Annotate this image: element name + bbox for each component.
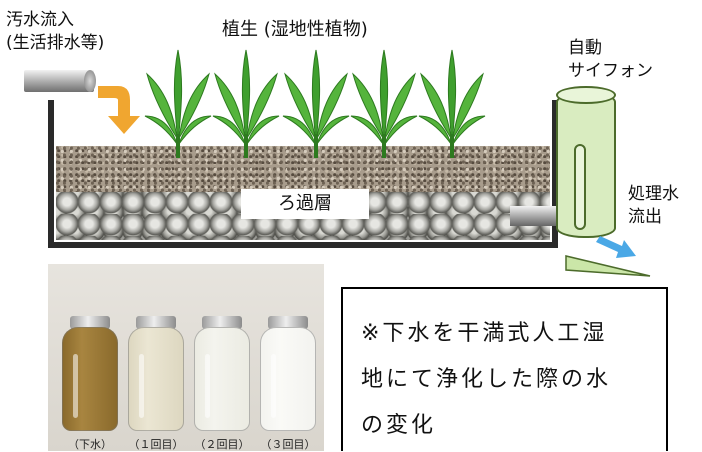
- plant-leaf: [452, 72, 484, 139]
- siphon-label-line2: サイフォン: [568, 61, 653, 81]
- sample-jar: [194, 316, 250, 432]
- plant-leaf: [384, 115, 418, 145]
- plant-leaf: [178, 72, 210, 139]
- outflow-arrow-icon: [596, 236, 636, 258]
- plant-leaf: [173, 49, 183, 147]
- siphon-inner-tube: [574, 144, 586, 230]
- plant-leaf: [447, 49, 457, 147]
- tank-left-wall: [48, 100, 54, 248]
- plant-leaf: [146, 72, 178, 139]
- outlet-pipe: [510, 206, 568, 226]
- jar-lid: [136, 316, 176, 329]
- inflow-label-line1: 汚水流入: [6, 10, 74, 30]
- plant-leaf: [350, 115, 384, 145]
- jar-body: [62, 327, 118, 431]
- plant-leaf: [352, 72, 384, 139]
- plant-icon: [144, 49, 212, 158]
- caption-line1: ※下水を干満式人工湿: [361, 321, 608, 346]
- caption-box: ※下水を干満式人工湿 地にて浄化した際の水 の変化: [341, 287, 668, 451]
- jar-highlight: [271, 354, 276, 418]
- outflow-label-line1: 処理水: [628, 184, 679, 204]
- inlet-pipe: [24, 70, 94, 92]
- jar-highlight: [139, 354, 144, 418]
- auto-siphon-top: [556, 86, 616, 104]
- jar-highlight: [205, 354, 210, 418]
- plant-leaf: [282, 115, 316, 145]
- plant-leaf: [246, 72, 278, 139]
- sample-jar: [128, 316, 184, 432]
- jar-photo: （下水） （１回目） （２回目） （３回目）: [48, 264, 324, 451]
- plant-stem: [450, 134, 454, 158]
- vegetation-label: 植生 (湿地性植物): [222, 19, 368, 40]
- plant-stem: [244, 134, 248, 158]
- plant-icon: [418, 49, 486, 158]
- plant-leaf: [420, 72, 452, 139]
- tank-right-wall: [552, 100, 558, 248]
- siphon-label-line1: 自動: [568, 38, 602, 58]
- auto-siphon: [556, 92, 616, 238]
- jar-lid: [202, 316, 242, 329]
- plant-leaf: [452, 115, 486, 145]
- outflow-ramp: [565, 255, 651, 277]
- jar-body: [128, 327, 184, 431]
- plant-leaf: [144, 115, 178, 145]
- plant-leaf: [212, 115, 246, 145]
- jar-body: [260, 327, 316, 431]
- plant-icon: [282, 49, 350, 158]
- plant-stem: [176, 134, 180, 158]
- plant-leaf: [178, 115, 212, 145]
- plant-leaf: [241, 49, 251, 147]
- inflow-arrow-icon: [98, 86, 140, 134]
- outflow-label-line2: 流出: [628, 207, 662, 227]
- plant-stem: [314, 134, 318, 158]
- plant-leaf: [284, 72, 316, 139]
- wetland-tank: ろ過層: [48, 100, 558, 248]
- caption-line3: の変化: [361, 413, 437, 438]
- plant-icon: [212, 49, 280, 158]
- plant-leaf: [316, 72, 348, 139]
- jar-label: （２回目）: [194, 438, 250, 451]
- plant-icon: [350, 49, 418, 158]
- jar-lid: [268, 316, 308, 329]
- outflow-water-graphic: [565, 236, 651, 277]
- jar-label: （３回目）: [260, 438, 316, 451]
- plant-leaf: [311, 49, 321, 147]
- sample-jar: [260, 316, 316, 432]
- plant-leaf: [384, 72, 416, 139]
- gravel-layer: [56, 146, 550, 192]
- inlet-pipe-end: [84, 70, 96, 92]
- jar-highlight: [73, 354, 78, 418]
- plant-leaf: [379, 49, 389, 147]
- tank-floor: [48, 242, 558, 248]
- plant-stem: [382, 134, 386, 158]
- jar-label: （下水）: [68, 438, 112, 451]
- plant-leaf: [418, 115, 452, 145]
- filter-layer-label: ろ過層: [241, 189, 369, 219]
- plant-leaf: [214, 72, 246, 139]
- jar-body: [194, 327, 250, 431]
- inflow-label-line2: (生活排水等): [6, 33, 105, 53]
- jar-label: （１回目）: [128, 438, 184, 451]
- plant-leaf: [316, 115, 350, 145]
- plant-leaf: [246, 115, 280, 145]
- sample-jar: [62, 316, 118, 432]
- caption-line2: 地にて浄化した際の水: [361, 367, 612, 392]
- jar-lid: [70, 316, 110, 329]
